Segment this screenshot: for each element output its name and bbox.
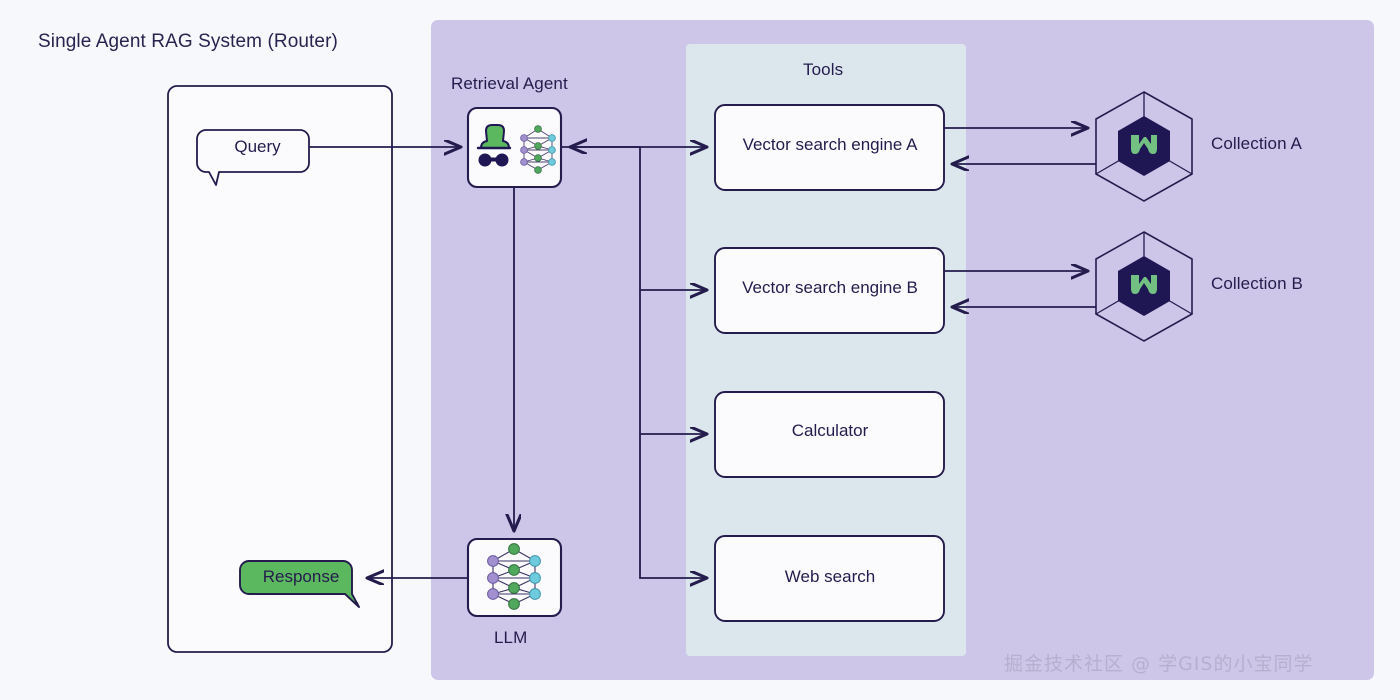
tool-label-calculator: Calculator	[791, 421, 869, 440]
tool-label-vector-search-engine-b: Vector search engine B	[742, 278, 918, 297]
response-label: Response	[262, 567, 340, 586]
tool-box-calculator[interactable]	[714, 391, 945, 478]
collection-a-icon[interactable]	[1095, 91, 1193, 202]
client-panel	[167, 85, 393, 653]
tool-label-web-search: Web search	[784, 567, 876, 586]
agent-neural-icon	[520, 125, 556, 174]
tool-box-vector-search-engine-a[interactable]	[714, 104, 945, 191]
edge-trunk-to-web-search	[639, 434, 707, 578]
query-label: Query	[234, 137, 281, 156]
collection-b-label: Collection B	[1211, 274, 1303, 293]
query-node[interactable]	[196, 129, 310, 186]
tool-label-vector-search-engine-a: Vector search engine A	[742, 135, 918, 154]
tools-panel-label: Tools	[803, 60, 844, 79]
page-title: Single Agent RAG System (Router)	[38, 31, 338, 52]
response-node[interactable]	[239, 560, 360, 608]
tool-box-web-search[interactable]	[714, 535, 945, 622]
collection-b-icon[interactable]	[1095, 231, 1193, 342]
collection-a-label: Collection A	[1211, 134, 1302, 153]
tools-panel	[686, 44, 966, 656]
llm-label: LLM	[494, 628, 528, 647]
llm-neural-icon	[487, 543, 541, 610]
retrieval-agent-label: Retrieval Agent	[451, 74, 568, 93]
tool-box-vector-search-engine-b[interactable]	[714, 247, 945, 334]
watermark: 掘金技术社区 @ 学GIS的小宝同学	[1004, 653, 1314, 675]
detective-icon	[476, 124, 512, 167]
